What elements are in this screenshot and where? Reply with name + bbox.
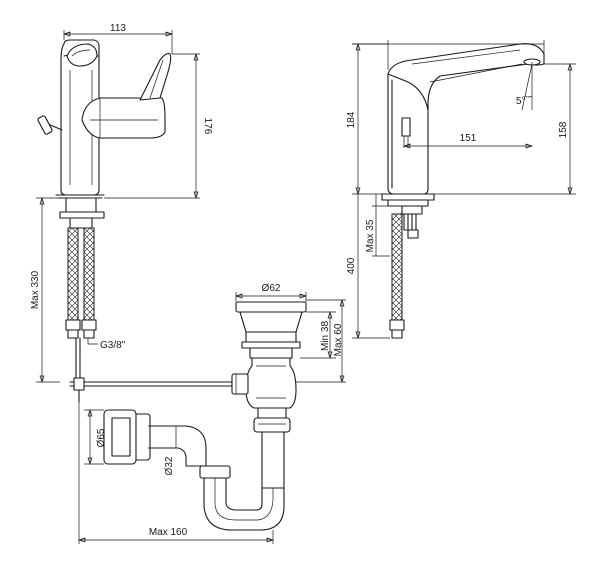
label-g38: G3/8" [100, 340, 126, 351]
label-400: 400 [346, 257, 357, 274]
label-184: 184 [346, 111, 357, 128]
label-176: 176 [202, 118, 213, 135]
label-min-38: Min 38 [320, 321, 331, 351]
label-151: 151 [460, 133, 477, 144]
label-113: 113 [110, 23, 126, 34]
label-d65: Ø65 [96, 428, 107, 447]
label-158: 158 [558, 121, 569, 138]
label-max-60: Max 60 [333, 323, 344, 356]
dimension-lines [36, 30, 576, 544]
label-max-330: Max 330 [30, 270, 41, 309]
basin-mixer-front-view [381, 43, 545, 339]
label-5-degrees: 5° [516, 96, 526, 107]
label-max-35: Max 35 [365, 219, 376, 252]
label-max-160: Max 160 [149, 527, 188, 538]
label-d62: Ø62 [262, 283, 281, 294]
dimension-labels: 113 176 Max 330 G3/8" Ø62 Min 38 Max 60 … [30, 23, 569, 538]
mixer-side-view [37, 39, 233, 403]
label-d32: Ø32 [164, 456, 175, 475]
waste-and-siphon [103, 301, 307, 531]
